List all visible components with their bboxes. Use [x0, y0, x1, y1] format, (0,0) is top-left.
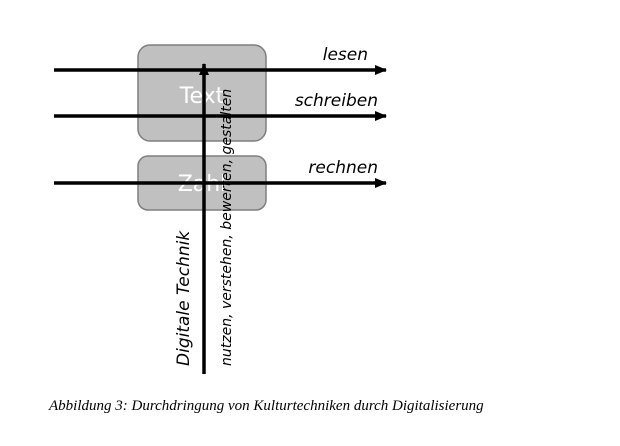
schreiben-label: schreiben	[295, 91, 378, 111]
figure-caption: Abbildung 3: Durchdringung von Kulturtec…	[49, 398, 484, 414]
rechnen-label: rechnen	[308, 158, 378, 178]
lesen-label: lesen	[323, 45, 368, 65]
digitale-technik-label: Digitale Technik	[174, 230, 194, 366]
text-box-label: Text	[179, 84, 225, 109]
competencies-label: nutzen, verstehen, bewerten, gestalten	[219, 89, 235, 366]
text-box: Text	[137, 44, 267, 142]
